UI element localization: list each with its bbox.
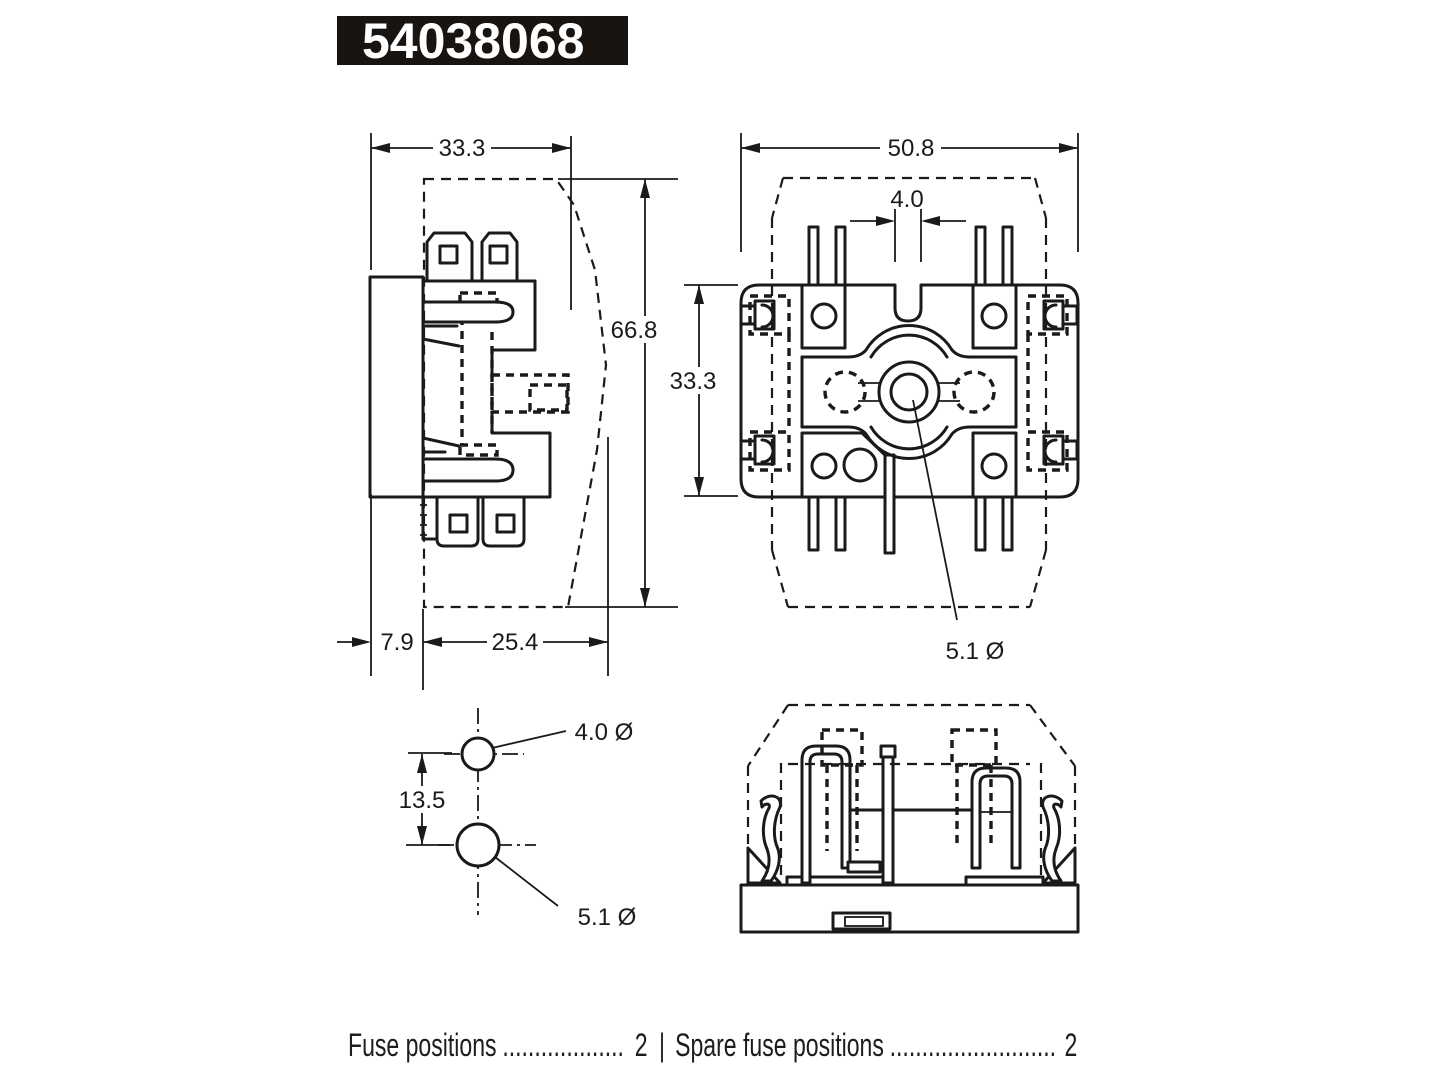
cover-outline [422, 177, 608, 609]
spec-label: Spare fuse positions [675, 1027, 884, 1063]
terminal-blade [481, 495, 526, 548]
center-blade [881, 755, 895, 885]
top-view: 50.8 4.0 33.3 5.1 Ø [664, 133, 1080, 665]
base [739, 883, 1080, 934]
spec-spare-fuse-positions: Spare fuse positions ...................… [675, 1028, 1077, 1062]
dim-hole-bottom: 5.1 Ø [578, 904, 637, 931]
terminal-blade [425, 231, 474, 283]
latch-nub [1061, 304, 1079, 326]
center-hole [889, 372, 929, 412]
dim-top-height: 33.3 [670, 368, 717, 395]
pcb-pin [807, 225, 820, 287]
leader-line [491, 730, 567, 907]
terminal-pad [971, 283, 1018, 350]
spec-footer: Fuse positions .........................… [348, 1028, 1077, 1062]
spare-fuse-pocket [950, 728, 998, 767]
spec-fuse-positions: Fuse positions .........................… [348, 1028, 648, 1062]
pcb-pin [1001, 495, 1014, 552]
dim-hole-top: 4.0 Ø [575, 719, 634, 746]
terminal-blade [480, 231, 519, 283]
dim-side-offset: 7.9 [380, 629, 413, 656]
spare-fuse-pocket [820, 728, 864, 767]
part-number-badge: 54038068 [337, 13, 628, 69]
clip-pedestal [964, 875, 1045, 887]
leader-line [912, 399, 958, 621]
dim-side-width: 33.3 [439, 135, 486, 162]
terminal-blade [435, 495, 480, 548]
dim-top-width: 50.8 [888, 135, 935, 162]
dot-leader: ........................................… [502, 1028, 624, 1062]
latch-nub [739, 304, 757, 326]
terminal-pad [800, 283, 847, 350]
pcb-pin [807, 495, 820, 552]
spec-value: 2 [1064, 1027, 1078, 1063]
fuse-clip-contact [421, 300, 515, 324]
center-boss [877, 360, 941, 424]
dot-leader: ........................................… [889, 1028, 1055, 1062]
mounting-hole-pattern: 13.5 4.0 Ø 5.1 Ø [398, 708, 636, 931]
terminal-pad [971, 431, 1018, 499]
dim-top-slot: 4.0 [890, 186, 923, 213]
hidden-hole [823, 370, 867, 414]
spec-label: Fuse positions [348, 1027, 497, 1063]
mounting-plate-side [368, 275, 425, 499]
cover-outline [746, 703, 1077, 880]
fuse-clip [800, 744, 852, 885]
side-view: 33.3 66.8 7.9 25.4 [337, 133, 678, 690]
fuse-clip-contact [421, 457, 515, 483]
dim-side-height: 66.8 [611, 317, 658, 344]
pcb-pin [834, 495, 847, 552]
dim-top-center-hole: 5.1 Ø [946, 638, 1005, 665]
pcb-pin [974, 225, 987, 287]
mounting-hole-large [455, 822, 501, 868]
hidden-hole [952, 370, 996, 414]
dim-side-depth: 25.4 [492, 629, 539, 656]
spec-value: 2 [634, 1027, 648, 1063]
footer-separator: | [659, 1027, 666, 1063]
part-number: 54038068 [362, 12, 585, 69]
front-view [739, 703, 1080, 934]
latch-nub [1061, 439, 1079, 461]
mounting-hole-small [460, 736, 496, 772]
latch-nub [739, 439, 757, 461]
pcb-pin [1001, 225, 1014, 287]
side-spring [1041, 794, 1064, 883]
pcb-pin [834, 225, 847, 287]
cover-outline [770, 176, 1048, 609]
pcb-pin [974, 495, 987, 552]
dim-hole-spacing: 13.5 [399, 787, 446, 814]
fuse-clip [970, 766, 1022, 870]
side-spring [759, 794, 782, 883]
